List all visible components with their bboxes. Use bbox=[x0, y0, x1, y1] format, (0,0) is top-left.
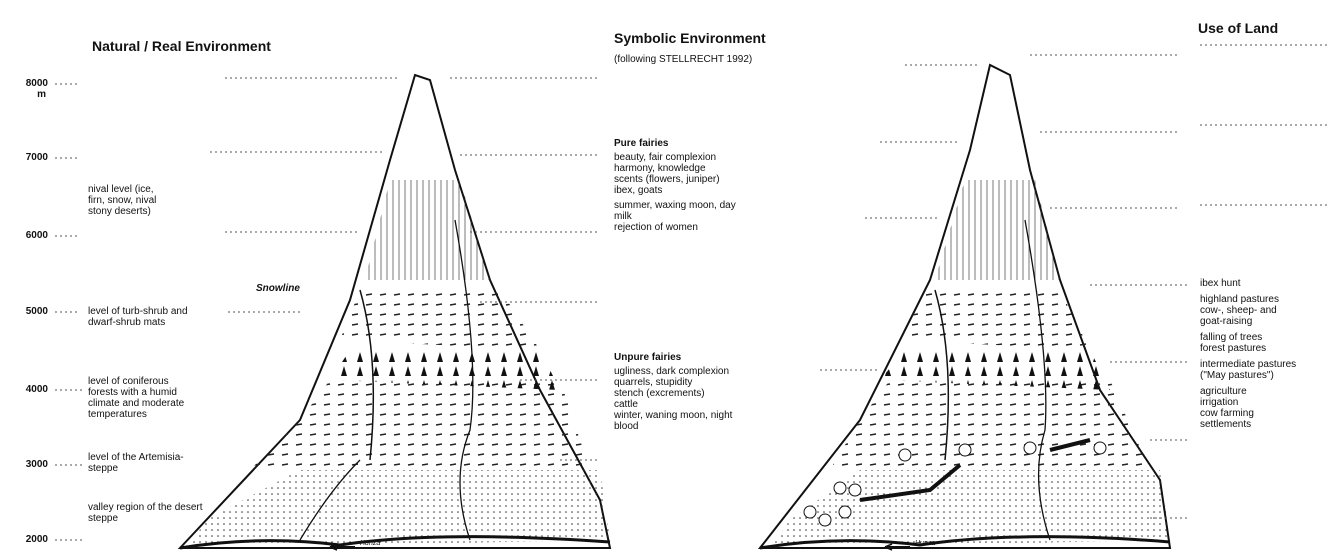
middle-subtitle: (following STELLRECHT 1992) bbox=[614, 54, 752, 65]
zone-valley: valley region of the desert steppe bbox=[88, 502, 228, 524]
pure-line: harmony, knowledge bbox=[614, 163, 736, 174]
unpure-fairies-block: Unpure fairies ugliness, dark complexion… bbox=[614, 352, 732, 432]
left-title: Natural / Real Environment bbox=[92, 38, 271, 54]
land-use-line: cow farming bbox=[1200, 408, 1296, 419]
pure-line: rejection of women bbox=[614, 222, 736, 233]
land-use-line: ("May pastures") bbox=[1200, 370, 1296, 381]
altitude-5000: 5000 bbox=[8, 306, 48, 317]
zone-nival: nival level (ice, firn, snow, nival ston… bbox=[88, 184, 166, 217]
unpure-fairies-heading: Unpure fairies bbox=[614, 352, 732, 363]
zone-artemisia: level of the Artemisia-steppe bbox=[88, 452, 188, 474]
land-use-line: agriculture bbox=[1200, 386, 1296, 397]
zone-shrub: level of turb-shrub and dwarf-shrub mats bbox=[88, 306, 188, 328]
land-use-line: highland pastures bbox=[1200, 294, 1296, 305]
altitude-7000: 7000 bbox=[8, 152, 48, 163]
unpure-line: cattle bbox=[614, 399, 732, 410]
zone-coniferous: level of coniferous forests with a humid… bbox=[88, 376, 200, 420]
altitude-4000: 4000 bbox=[8, 384, 48, 395]
land-use-line: intermediate pastures bbox=[1200, 359, 1296, 370]
unpure-line: blood bbox=[614, 421, 732, 432]
land-use-line: forest pastures bbox=[1200, 343, 1296, 354]
land-use-line: settlements bbox=[1200, 419, 1296, 430]
unpure-line: winter, waning moon, night bbox=[614, 410, 732, 421]
pure-line: scents (flowers, juniper) bbox=[614, 174, 736, 185]
middle-title: Symbolic Environment bbox=[614, 30, 766, 46]
altitude-unit: m bbox=[8, 89, 48, 100]
unpure-line: quarrels, stupidity bbox=[614, 377, 732, 388]
land-use-line: goat-raising bbox=[1200, 316, 1296, 327]
pure-fairies-heading: Pure fairies bbox=[614, 138, 736, 149]
altitude-6000: 6000 bbox=[8, 230, 48, 241]
altitude-2000: 2000 bbox=[8, 534, 48, 545]
land-use-line: irrigation bbox=[1200, 397, 1296, 408]
land-use-line: cow-, sheep- and bbox=[1200, 305, 1296, 316]
pure-fairies-block: Pure fairies beauty, fair complexion har… bbox=[614, 138, 736, 233]
altitude-3000: 3000 bbox=[8, 459, 48, 470]
land-use-intermediate: intermediate pastures ("May pastures") bbox=[1200, 359, 1296, 381]
right-mountain bbox=[760, 65, 1170, 550]
pure-line: beauty, fair complexion bbox=[614, 152, 736, 163]
land-use-forest: falling of trees forest pastures bbox=[1200, 332, 1296, 354]
land-use-highland: highland pastures cow-, sheep- and goat-… bbox=[1200, 294, 1296, 327]
land-use-line: falling of trees bbox=[1200, 332, 1296, 343]
altitude-8000: 8000 m bbox=[8, 78, 48, 100]
snowline-label: Snowline bbox=[256, 283, 300, 294]
unpure-line: stench (excrements) bbox=[614, 388, 732, 399]
pure-line: ibex, goats bbox=[614, 185, 736, 196]
land-use-list: ibex hunt highland pastures cow-, sheep-… bbox=[1200, 278, 1296, 435]
altitude-label: 8000 bbox=[8, 78, 48, 89]
land-use-ibex: ibex hunt bbox=[1200, 278, 1296, 289]
river-label-right: Hunza bbox=[915, 540, 935, 547]
river-label-left: Hunza bbox=[360, 540, 380, 547]
pure-line: milk bbox=[614, 211, 736, 222]
land-use-line: ibex hunt bbox=[1200, 278, 1296, 289]
right-title: Use of Land bbox=[1198, 20, 1278, 36]
pure-line: summer, waxing moon, day bbox=[614, 200, 736, 211]
land-use-agriculture: agriculture irrigation cow farming settl… bbox=[1200, 386, 1296, 430]
unpure-line: ugliness, dark complexion bbox=[614, 366, 732, 377]
